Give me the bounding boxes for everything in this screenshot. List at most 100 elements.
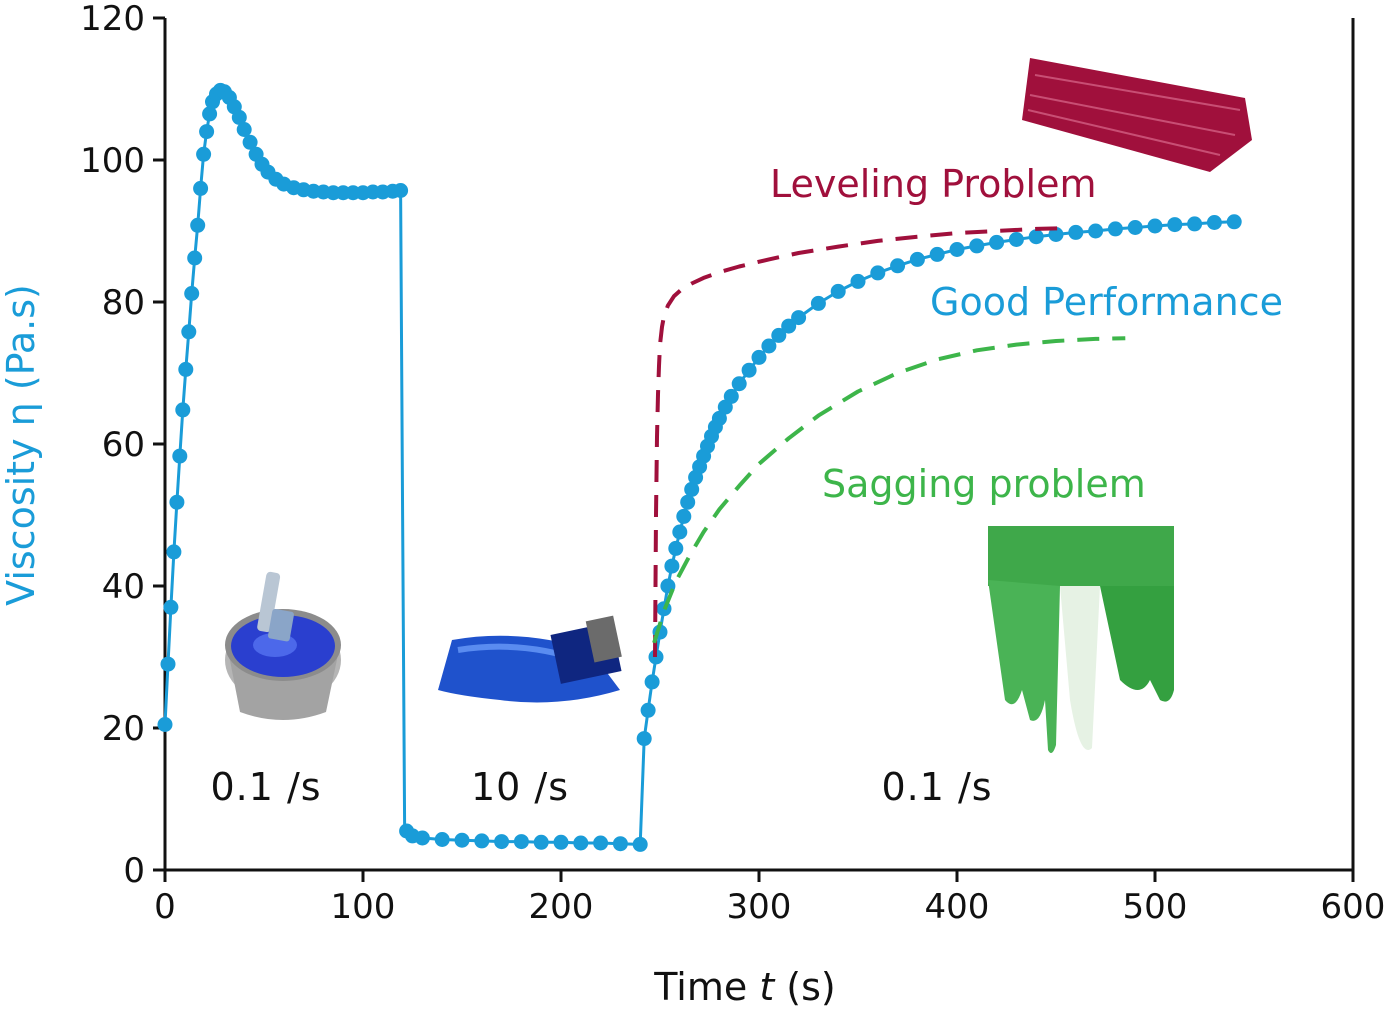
green-drip-area xyxy=(988,526,1174,586)
measured-data-point xyxy=(640,702,656,718)
measured-data-point xyxy=(513,834,529,850)
measured-data-point xyxy=(242,134,258,150)
measured-data-point xyxy=(890,258,906,274)
y-tick-label: 100 xyxy=(80,141,145,181)
measured-data-point xyxy=(202,106,218,122)
measured-data-point xyxy=(178,361,194,377)
measured-data-point xyxy=(791,310,807,326)
y-axis-title: Viscosity η (Pa.s) xyxy=(0,284,43,606)
measured-data-point xyxy=(612,836,628,852)
measured-data-point xyxy=(199,124,215,140)
measured-data-point xyxy=(157,717,173,732)
measured-data-point xyxy=(169,494,185,510)
y-tick-label: 60 xyxy=(102,425,145,465)
sagging-series-line xyxy=(652,336,1126,644)
x-axis-title-unit: (s) xyxy=(774,965,836,1009)
measured-data-point xyxy=(1008,232,1024,247)
measured-data-point xyxy=(711,410,727,426)
green-drip-left xyxy=(988,580,1060,754)
measured-data-point xyxy=(830,283,846,299)
good-performance-label: Good Performance xyxy=(930,280,1283,324)
measured-data-point xyxy=(1206,215,1222,230)
x-tick-label: 200 xyxy=(529,887,594,927)
measured-data-point xyxy=(761,338,777,354)
measured-data-point xyxy=(163,599,179,615)
measured-data-point xyxy=(929,246,945,262)
measured-data-point xyxy=(1147,218,1163,234)
measured-data-point xyxy=(672,524,688,540)
measured-data-point xyxy=(1088,223,1104,239)
x-tick-label: 500 xyxy=(1123,887,1188,927)
x-axis-title: Time t (s) xyxy=(653,965,836,1009)
measured-data-point xyxy=(494,834,510,850)
paint-can-picture xyxy=(225,571,341,720)
measured-data-point xyxy=(664,558,680,574)
x-tick-label: 400 xyxy=(925,887,990,927)
series-layer xyxy=(157,82,1242,852)
measured-data-point xyxy=(474,833,490,849)
brush-handle xyxy=(257,571,281,633)
brush-ferrule-2 xyxy=(585,615,622,663)
measured-data-point xyxy=(236,122,252,137)
y-tick-label: 40 xyxy=(102,567,145,607)
measured-data-point xyxy=(184,286,200,301)
measured-data-point xyxy=(553,834,569,850)
y-tick-label: 120 xyxy=(80,0,145,39)
measured-data-point xyxy=(454,832,470,848)
shear-rate-1: 0.1 /s xyxy=(210,765,321,809)
y-tick-label: 80 xyxy=(102,283,145,323)
measured-data-point xyxy=(644,674,660,690)
measured-data-point xyxy=(810,295,826,311)
y-tick-label: 20 xyxy=(102,709,145,749)
shear-rate-2: 10 /s xyxy=(471,765,569,809)
measured-data-point xyxy=(193,180,209,196)
measured-data-point xyxy=(434,832,450,847)
measured-data-point xyxy=(166,544,182,560)
sagging-label: Sagging problem xyxy=(822,462,1146,506)
measured-data-point xyxy=(870,265,886,281)
leveling-streak-picture xyxy=(1022,58,1252,172)
x-axis-title-pre: Time xyxy=(653,965,759,1009)
green-drip-white xyxy=(1060,586,1100,750)
green-drip-right xyxy=(1100,586,1174,702)
measured-data-point xyxy=(949,242,965,257)
measured-data-point xyxy=(741,362,757,378)
measured-data-point xyxy=(680,494,696,510)
leveling-series-line xyxy=(653,226,1066,658)
measured-data-point xyxy=(1107,221,1123,237)
measured-data-point xyxy=(593,835,609,851)
measured-data-point xyxy=(1187,216,1203,232)
x-tick-label: 0 xyxy=(154,887,176,927)
measured-data-point xyxy=(175,402,191,418)
x-tick-label: 100 xyxy=(331,887,396,927)
x-axis-title-var: t xyxy=(759,965,776,1009)
measured-data-point xyxy=(1167,217,1183,233)
brush-stroke-picture xyxy=(438,615,622,703)
measured-data-point xyxy=(850,273,866,289)
measured-data-point xyxy=(196,146,212,162)
measured-data-point xyxy=(190,217,206,233)
measured-data-point xyxy=(668,540,684,556)
measured-data-point xyxy=(632,836,648,852)
measured-data-point xyxy=(1048,227,1064,242)
measured-data-point xyxy=(573,835,589,851)
measured-data-point xyxy=(989,234,1005,250)
measured-data-point xyxy=(160,656,176,672)
measured-data-point xyxy=(684,481,700,497)
x-tick-label: 300 xyxy=(727,887,792,927)
measured-data-point xyxy=(1127,220,1143,235)
measured-data-point xyxy=(771,327,787,343)
measured-data-point xyxy=(969,238,985,254)
measured-data-point xyxy=(393,183,409,198)
brush-ferrule xyxy=(268,608,294,642)
x-tick-label: 600 xyxy=(1321,887,1386,927)
measured-data-point xyxy=(751,349,767,365)
measured-data-point xyxy=(414,830,430,846)
measured-data-point xyxy=(181,324,197,340)
measured-data-point xyxy=(231,109,247,125)
measured-data-point xyxy=(1068,224,1084,240)
measured-data-point xyxy=(187,250,203,266)
measured-data-point xyxy=(909,251,925,267)
ticks xyxy=(153,16,1355,882)
